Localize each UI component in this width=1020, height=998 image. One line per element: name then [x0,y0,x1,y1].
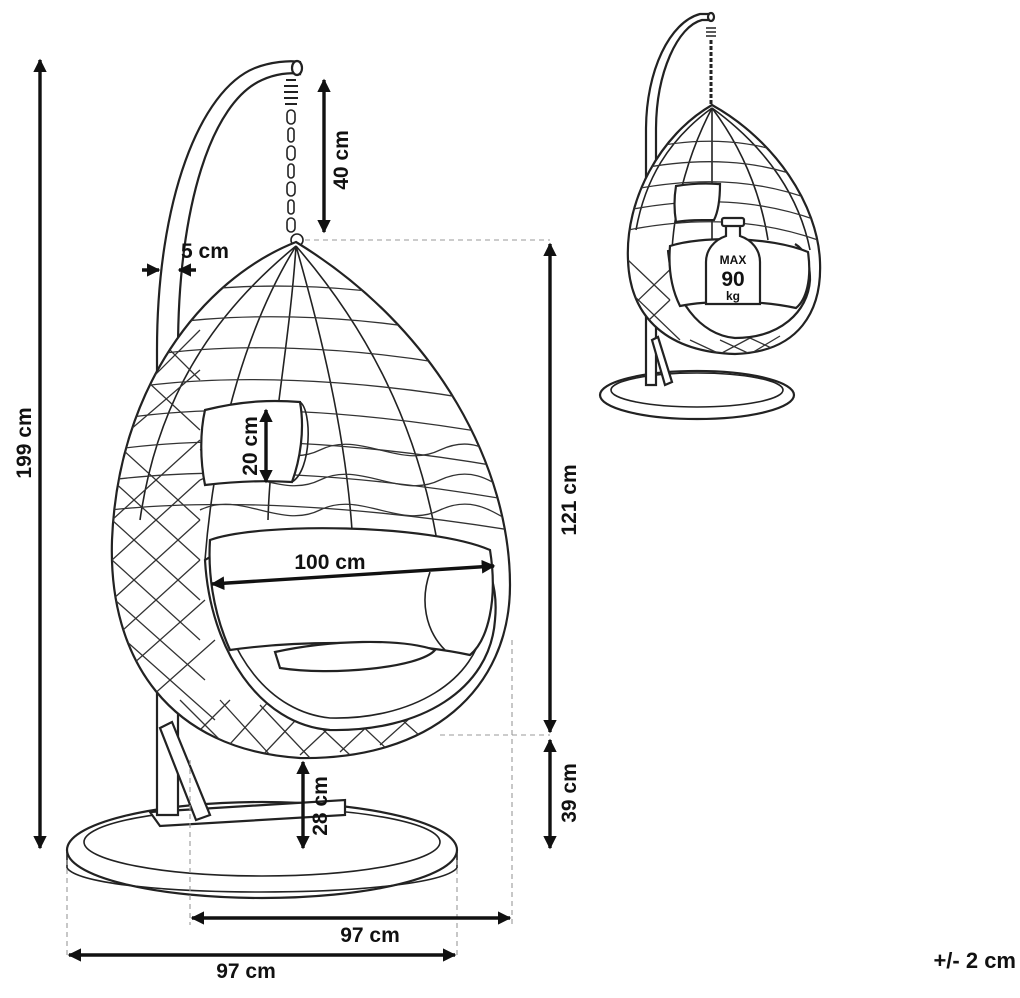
stand-base [65,798,459,900]
dimension-guides [66,239,550,955]
total-height-label: 199 cm [13,407,36,478]
max-load-value: 90 [721,268,744,291]
basket-width-arrow [210,559,496,591]
seat-cushion [208,527,494,673]
dimension-labels: 199 cm 40 cm 5 cm 121 cm 20 cm 100 cm 39… [13,130,1016,983]
basket-height-label: 121 cm [558,464,581,535]
max-load-top: MAX [720,253,747,267]
stand-tube-label: 5 cm [181,240,229,263]
basket-width-label: 100 cm [294,551,365,574]
max-load-unit: kg [726,289,740,303]
dimension-arrows [33,58,557,962]
max-load-badge: MAX 90 kg [704,216,762,306]
tolerance-label: +/- 2 cm [933,948,1016,973]
load-capacity-illustration: MAX 90 kg [598,11,822,421]
chain [284,79,304,247]
chain-length-label: 40 cm [330,130,353,190]
pillow-height-label: 20 cm [239,416,262,476]
base-depth-label: 97 cm [340,924,400,947]
ground-clearance-label: 39 cm [558,763,581,823]
stand-pole [155,59,304,822]
main-chair-illustration [65,59,512,900]
base-height-label: 28 cm [309,776,332,836]
base-width-label: 97 cm [216,960,276,983]
pillow [200,399,309,487]
